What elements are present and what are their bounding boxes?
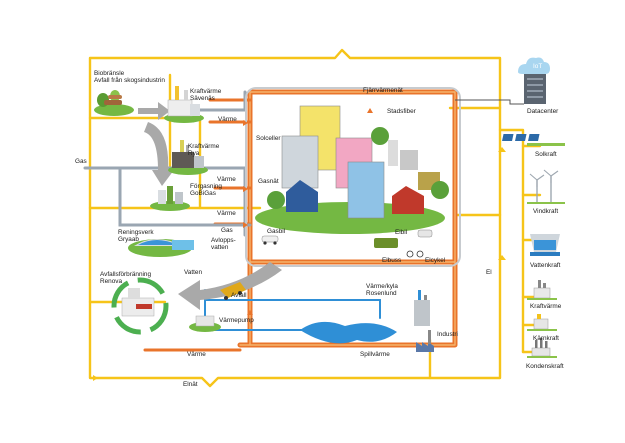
main-loop-frame [245,87,461,267]
label-gobigas: GoBiGas [190,190,216,197]
label-renova: Renova [100,278,122,285]
label-karnkraft: Kärnkraft [533,335,559,342]
lake [300,321,397,344]
industry-icon [416,330,434,352]
label-avfallsforbranning: Avfallsförbränning [100,271,151,278]
label-varme-4: Värme [187,351,206,358]
label-spillvarme: Spillvärme [360,351,390,358]
rosenlund-plant-icon [414,290,430,326]
label-varme-2: Värme [217,176,236,183]
waste-incineration-icon [111,277,169,335]
label-avfall: Avfall [231,292,247,299]
label-kraftvarme-right: Kraftvärme [530,303,562,310]
small-flow-arrows [243,108,373,315]
label-kraftvarme-rya: Kraftvärme [188,143,220,150]
label-gas-mid: Gas [221,227,233,234]
label-elcykel: Elcykel [425,257,445,264]
label-layer: Biobränsle Avfall från skogsindustrin Kr… [75,63,564,388]
label-datacenter: Datacenter [527,108,559,115]
label-gryaab: Gryaab [118,236,139,243]
heat-pump-icon [189,315,221,332]
label-kraftvarme-savenas: Kraftvärme [190,88,222,95]
label-vindkraft: Vindkraft [533,208,558,215]
condensing-plant-icon [527,338,557,358]
label-gasbil: Gasbil [267,228,285,235]
label-avloppsvatten-2: vatten [211,244,229,251]
label-avfall-skog: Avfall från skogsindustrin [94,76,165,84]
label-savenas: Sävenäs [190,95,215,102]
label-biobransle: Biobränsle [94,70,125,77]
label-solceller: Solceller [256,135,281,142]
yellow-flow-arrows [93,147,506,381]
gas-car-icon [261,235,279,245]
label-forgasning: Förgasning [190,183,222,190]
label-solkraft: Solkraft [535,151,557,158]
label-kondenskraft: Kondenskraft [526,363,564,370]
solar-power-icon [502,134,565,146]
label-varme-kyla: Värme/kyla [366,283,398,290]
ev-vehicles-icon [374,229,433,258]
gasification-icon [150,186,190,211]
label-iot: IoT [533,63,542,70]
label-elnat: Elnät [183,381,198,388]
garbage-truck-icon [220,282,246,300]
chp-savenas-icon [164,86,204,123]
label-elbuss: Elbuss [382,257,401,264]
chp-rya-icon [168,140,208,175]
datacenter-icon [518,57,550,104]
label-elbil: Elbil [395,229,407,236]
nuclear-plant-icon [527,314,557,331]
district-heating-network [143,89,458,352]
label-fjarrvarmenat: Fjärrvärmenät [363,87,403,94]
label-varmepump: Värmepump [219,317,254,324]
wastewater-plant-icon [128,239,194,257]
wind-power-icon [527,169,565,204]
label-gasnat: Gasnät [258,178,279,185]
label-varme-3: Värme [217,210,236,217]
label-vatten: Vatten [184,269,202,276]
hydro-power-icon [530,234,560,256]
label-reningsverk: Reningsverk [118,229,154,236]
label-vattenkraft: Vattenkraft [530,262,561,269]
label-el-right: El [486,269,492,276]
label-stadsfiber: Stadsfiber [387,108,417,115]
label-gas-left: Gas [75,158,87,165]
label-industri: Industri [437,331,458,338]
label-varme-1: Värme [218,116,237,123]
label-avloppsvatten-1: Avlopps- [211,237,236,244]
label-rya: Rya [188,150,200,157]
label-rosenlund: Rosenlund [366,290,397,297]
chp-plant-right-icon [527,280,557,300]
biofuel-icon [94,90,134,116]
city-illustration [255,105,449,234]
